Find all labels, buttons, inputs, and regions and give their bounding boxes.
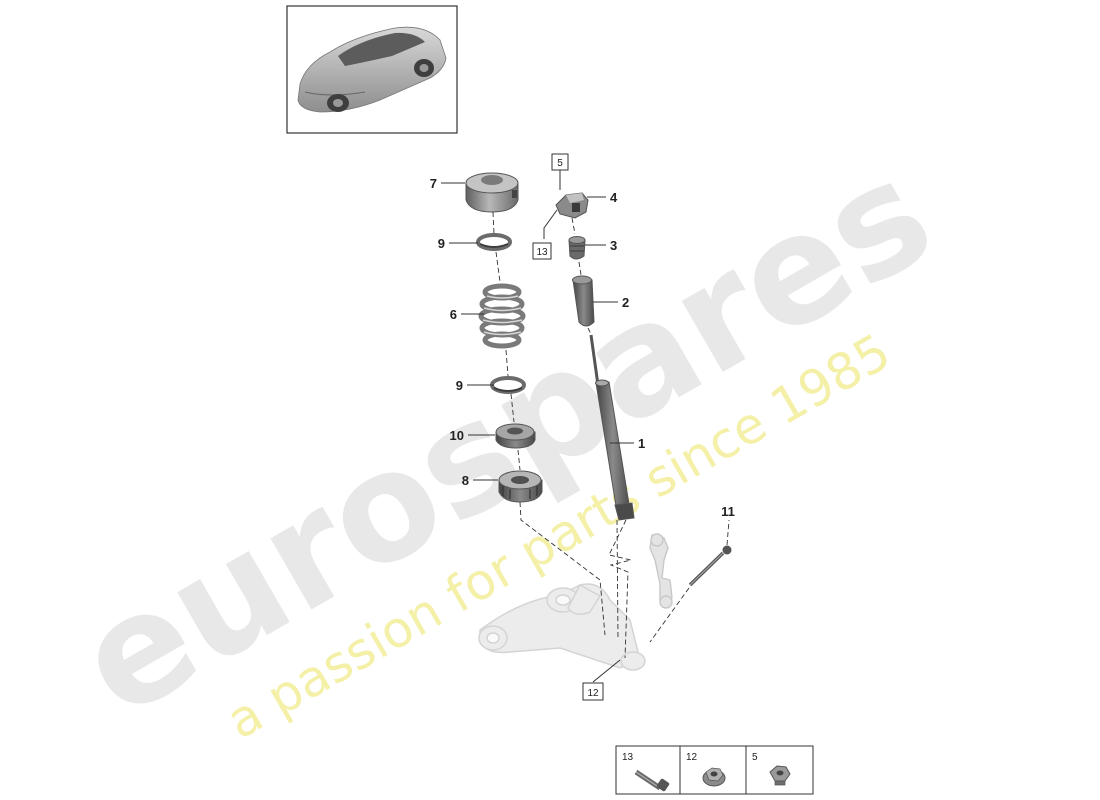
svg-text:13: 13	[622, 752, 634, 763]
car-image	[297, 26, 447, 113]
top-mount-part	[465, 172, 519, 213]
callout-4: 4	[610, 190, 618, 205]
callout-7: 7	[430, 176, 437, 191]
legend-cell-flange-nut: 12	[686, 752, 726, 787]
callout-9-upper: 9	[438, 236, 445, 251]
coil-axis-line	[492, 211, 521, 471]
svg-text:5: 5	[557, 158, 563, 169]
svg-text:12: 12	[686, 752, 698, 763]
spring-perch-part	[498, 470, 543, 503]
stabilizer-link-ghost	[649, 533, 673, 609]
callout-8: 8	[462, 473, 469, 488]
coil-spring-part	[478, 283, 526, 349]
damper-to-arm-line	[608, 519, 632, 659]
callout-10: 10	[450, 428, 464, 443]
callout-11: 11	[721, 504, 735, 519]
hardware-legend: 13 12 5	[615, 745, 814, 795]
spring-seat-part	[495, 423, 536, 449]
legend-cell-bolt: 13	[622, 752, 670, 792]
callout-1: 1	[638, 436, 645, 451]
vehicle-thumbnail	[286, 5, 458, 134]
legend-cell-hex-nut: 5	[752, 752, 791, 786]
damper-mount-part	[555, 192, 589, 219]
bolt-icon	[634, 769, 670, 792]
bump-stop-part	[568, 236, 586, 260]
damper-axis-line	[571, 217, 592, 335]
boxed-callout-13: 13	[532, 242, 552, 260]
leader-lines	[441, 170, 634, 683]
flange-nut-icon	[702, 767, 726, 787]
coil-to-arm-line	[519, 501, 606, 636]
coil-spring-highlight	[482, 295, 523, 336]
boxed-callout-5: 5	[551, 153, 569, 171]
callout-3: 3	[610, 238, 617, 253]
control-arm-ghost	[478, 583, 646, 671]
bolt-11-axis-line	[649, 519, 730, 643]
svg-text:5: 5	[752, 752, 758, 763]
callout-9-lower: 9	[456, 378, 463, 393]
callouts: 7 9 6 9 10 8 4 3 2 1 11	[430, 176, 735, 519]
callout-6: 6	[450, 307, 457, 322]
dust-boot-part	[572, 275, 595, 327]
boxed-callout-12: 12	[582, 682, 604, 701]
callout-2: 2	[622, 295, 629, 310]
svg-text:13: 13	[536, 247, 548, 258]
shock-absorber-part	[589, 334, 635, 521]
spring-pad-upper-part	[476, 233, 512, 251]
bolt-11-part	[688, 545, 732, 587]
svg-text:12: 12	[587, 688, 599, 699]
hex-nut-icon	[769, 765, 791, 786]
